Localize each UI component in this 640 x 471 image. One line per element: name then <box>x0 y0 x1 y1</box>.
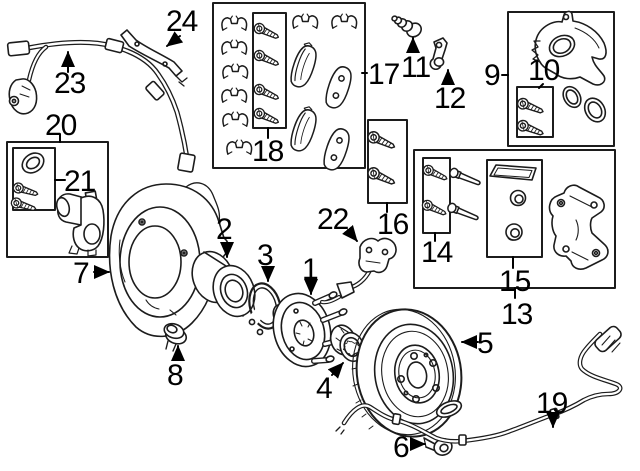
kit-box-9 <box>507 11 615 147</box>
part-3-snap-ring <box>234 282 282 342</box>
callout-1[interactable]: 1 <box>302 253 319 286</box>
callout-6[interactable]: 6 <box>393 431 410 464</box>
part-23-wheel-speed-sensor-wire <box>6 37 196 173</box>
part-5-brake-rotor <box>351 308 463 438</box>
callout-20[interactable]: 20 <box>45 109 77 142</box>
callout-18[interactable]: 18 <box>252 135 284 168</box>
part-2-wheel-bearing <box>191 250 256 318</box>
part-21-seal-and-bolts <box>9 152 45 215</box>
callout-14[interactable]: 14 <box>421 236 453 269</box>
part-9-brake-caliper <box>531 10 607 86</box>
callout-9[interactable]: 9 <box>484 59 501 92</box>
callout-16[interactable]: 16 <box>377 208 409 241</box>
callout-11[interactable]: 11 <box>401 51 431 84</box>
callout-12[interactable]: 12 <box>434 82 466 115</box>
part-12-bracket-link <box>429 37 448 70</box>
part-18-pad-bolts <box>251 21 282 128</box>
part-7-brake-dust-shield <box>108 182 230 338</box>
callout-24[interactable]: 24 <box>166 5 198 38</box>
kit-box-17 <box>212 2 366 169</box>
callout-3[interactable]: 3 <box>257 239 274 272</box>
callout-15[interactable]: 15 <box>499 265 531 298</box>
callout-4[interactable]: 4 <box>316 372 333 405</box>
part-24-sensor-wire-bracket <box>120 29 188 87</box>
part-14-guide-bolts <box>420 163 450 220</box>
part-20-parking-brake-actuator <box>55 190 105 257</box>
part-22-wheel-speed-sensor <box>320 237 397 305</box>
part-16-bracket-bolts <box>365 129 398 189</box>
callout-5[interactable]: 5 <box>477 327 494 360</box>
part-13-guide-pins <box>445 166 483 224</box>
callout-19[interactable]: 19 <box>536 387 568 420</box>
callout-10[interactable]: 10 <box>528 54 560 87</box>
callout-arrows <box>61 31 560 451</box>
part-11-bleeder-screw <box>391 15 422 38</box>
callout-7[interactable]: 7 <box>73 257 90 290</box>
part-10-caliper-bolts <box>515 96 546 140</box>
callout-22[interactable]: 22 <box>317 203 349 236</box>
part-13-caliper-bracket <box>548 184 609 270</box>
callout-13[interactable]: 13 <box>501 298 533 331</box>
part-17-brake-pads <box>286 39 356 174</box>
part-8-shield-bolt <box>163 322 188 352</box>
callout-23[interactable]: 23 <box>54 67 86 100</box>
callout-21[interactable]: 21 <box>64 165 96 198</box>
part-9-piston-seals <box>562 85 607 123</box>
callout-17[interactable]: 17 <box>368 58 400 91</box>
callout-8[interactable]: 8 <box>167 359 184 392</box>
part-15-shim-and-bushings <box>489 164 537 241</box>
callout-2[interactable]: 2 <box>216 213 233 246</box>
callout-leader-lines <box>54 72 544 299</box>
